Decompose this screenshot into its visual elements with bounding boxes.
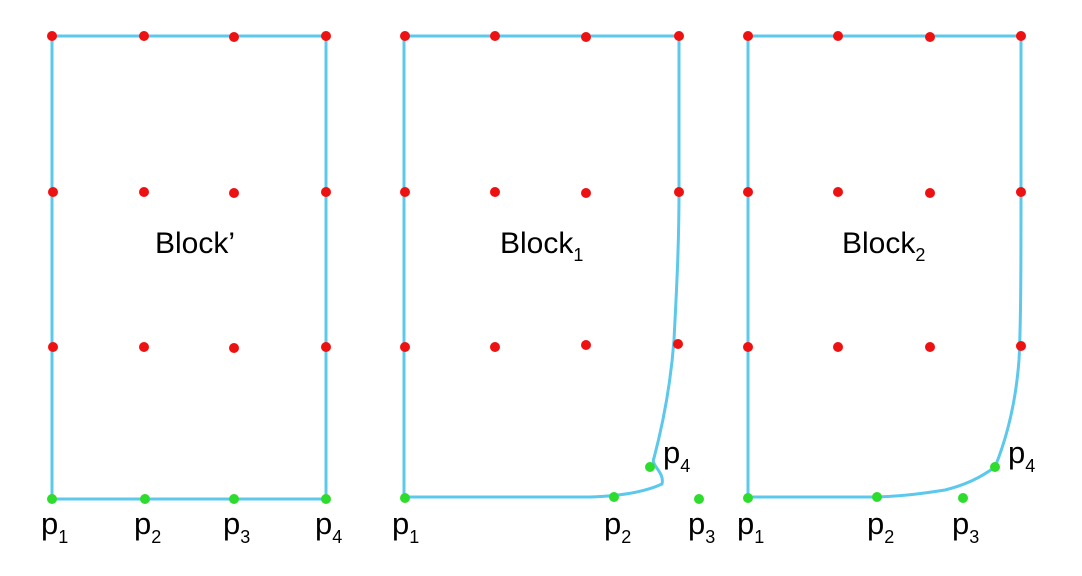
grid-point bbox=[743, 187, 753, 197]
grid-point bbox=[743, 342, 753, 352]
point-p4 bbox=[990, 462, 1000, 472]
grid-point bbox=[581, 340, 591, 350]
grid-point bbox=[833, 342, 843, 352]
grid-point bbox=[139, 31, 149, 41]
point-p2 bbox=[609, 492, 619, 502]
point-p2 bbox=[140, 494, 150, 504]
grid-point bbox=[490, 187, 500, 197]
panel-block-prime: Block’ p1 p2 p3 p4 bbox=[41, 31, 342, 547]
interior-points bbox=[743, 31, 1026, 352]
grid-point bbox=[833, 31, 843, 41]
label-p3: p3 bbox=[952, 506, 979, 547]
label-p3: p3 bbox=[688, 506, 715, 547]
grid-point bbox=[400, 31, 410, 41]
grid-point bbox=[229, 188, 239, 198]
point-p3 bbox=[229, 494, 239, 504]
grid-point bbox=[833, 187, 843, 197]
grid-point bbox=[925, 188, 935, 198]
grid-point bbox=[925, 32, 935, 42]
point-p4 bbox=[645, 462, 655, 472]
panel-block-2: Block2 p1 p2 p3 p4 bbox=[737, 31, 1035, 547]
grid-point bbox=[321, 31, 331, 41]
panel-block-1: Block1 p1 p2 p3 p4 bbox=[392, 31, 715, 547]
grid-point bbox=[1016, 341, 1026, 351]
block-outline bbox=[402, 34, 681, 499]
block-outline bbox=[746, 34, 1023, 499]
label-p4: p4 bbox=[663, 435, 690, 476]
label-p4: p4 bbox=[1008, 435, 1035, 476]
grid-point bbox=[48, 342, 58, 352]
grid-point bbox=[743, 31, 753, 41]
label-p2: p2 bbox=[604, 506, 631, 547]
boundary-points bbox=[400, 462, 704, 504]
grid-point bbox=[139, 187, 149, 197]
grid-point bbox=[674, 31, 684, 41]
grid-point bbox=[581, 32, 591, 42]
grid-point bbox=[490, 31, 500, 41]
grid-point bbox=[48, 187, 58, 197]
block-outline bbox=[50, 34, 328, 501]
label-p1: p1 bbox=[41, 506, 68, 547]
grid-point bbox=[1016, 31, 1026, 41]
grid-point bbox=[400, 187, 410, 197]
grid-point bbox=[229, 343, 239, 353]
grid-point bbox=[400, 342, 410, 352]
point-p1 bbox=[400, 493, 410, 503]
point-p4 bbox=[321, 494, 331, 504]
point-p1 bbox=[47, 494, 57, 504]
block-title: Block’ bbox=[155, 227, 235, 260]
label-p2: p2 bbox=[134, 506, 161, 547]
point-p2 bbox=[872, 492, 882, 502]
grid-point bbox=[674, 187, 684, 197]
point-p3 bbox=[958, 493, 968, 503]
grid-point bbox=[490, 342, 500, 352]
block-title: Block1 bbox=[500, 227, 583, 265]
grid-point bbox=[321, 187, 331, 197]
grid-point bbox=[139, 342, 149, 352]
block-title: Block2 bbox=[842, 227, 925, 265]
grid-point bbox=[229, 32, 239, 42]
label-p4: p4 bbox=[315, 506, 342, 547]
grid-point bbox=[321, 342, 331, 352]
point-p3 bbox=[694, 494, 704, 504]
grid-point bbox=[581, 188, 591, 198]
boundary-points bbox=[743, 462, 1000, 503]
interior-points bbox=[400, 31, 684, 352]
point-p1 bbox=[743, 493, 753, 503]
label-p3: p3 bbox=[223, 506, 250, 547]
interior-points bbox=[47, 31, 331, 353]
grid-point bbox=[673, 339, 683, 349]
grid-point bbox=[1016, 187, 1026, 197]
label-p2: p2 bbox=[867, 506, 894, 547]
grid-point bbox=[47, 31, 57, 41]
boundary-points bbox=[47, 494, 331, 504]
grid-point bbox=[925, 342, 935, 352]
label-p1: p1 bbox=[737, 506, 764, 547]
label-p1: p1 bbox=[392, 506, 419, 547]
